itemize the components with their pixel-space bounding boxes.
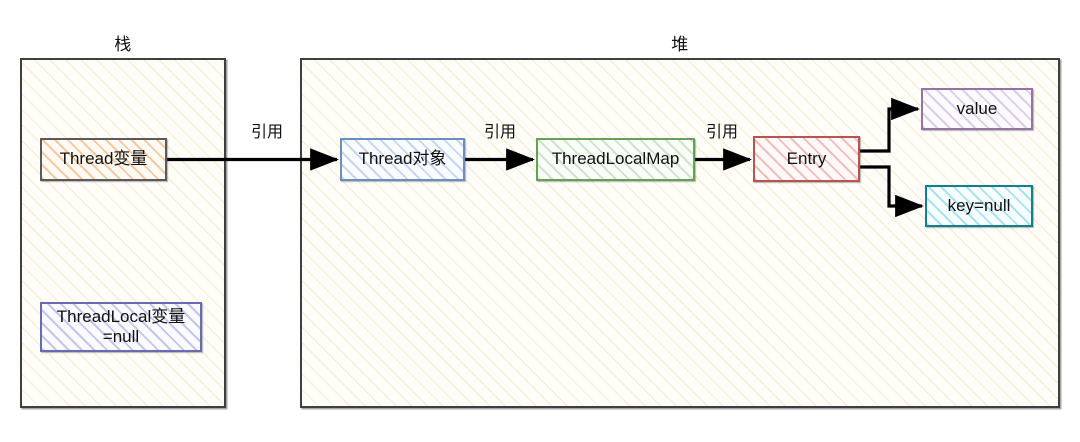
edge-label-ref-1: 引用 [250, 124, 283, 141]
node-value[interactable]: value [921, 88, 1033, 130]
node-thread-object[interactable]: Thread对象 [340, 138, 465, 181]
node-key-null-label: key=null [947, 195, 1011, 215]
node-thread-variable[interactable]: Thread变量 [40, 138, 167, 181]
node-thread-object-label: Thread对象 [358, 149, 447, 169]
node-entry-label: Entry [786, 148, 827, 168]
node-threadlocalmap-label: ThreadLocalMap [551, 149, 680, 169]
stack-region-label: 栈 [114, 35, 132, 54]
node-thread-variable-label: Thread变量 [59, 149, 148, 169]
heap-region-label: 堆 [671, 35, 689, 54]
edge-label-ref-3: 引用 [705, 124, 738, 141]
node-value-label: value [956, 98, 998, 118]
node-entry[interactable]: Entry [753, 136, 860, 182]
edge-label-ref-2: 引用 [483, 124, 516, 141]
stack-region [20, 58, 226, 408]
node-threadlocal-variable-label: ThreadLocal变量 =null [56, 306, 186, 346]
node-threadlocalmap[interactable]: ThreadLocalMap [536, 138, 695, 181]
node-threadlocal-variable[interactable]: ThreadLocal变量 =null [40, 302, 202, 352]
node-key-null[interactable]: key=null [925, 185, 1033, 227]
